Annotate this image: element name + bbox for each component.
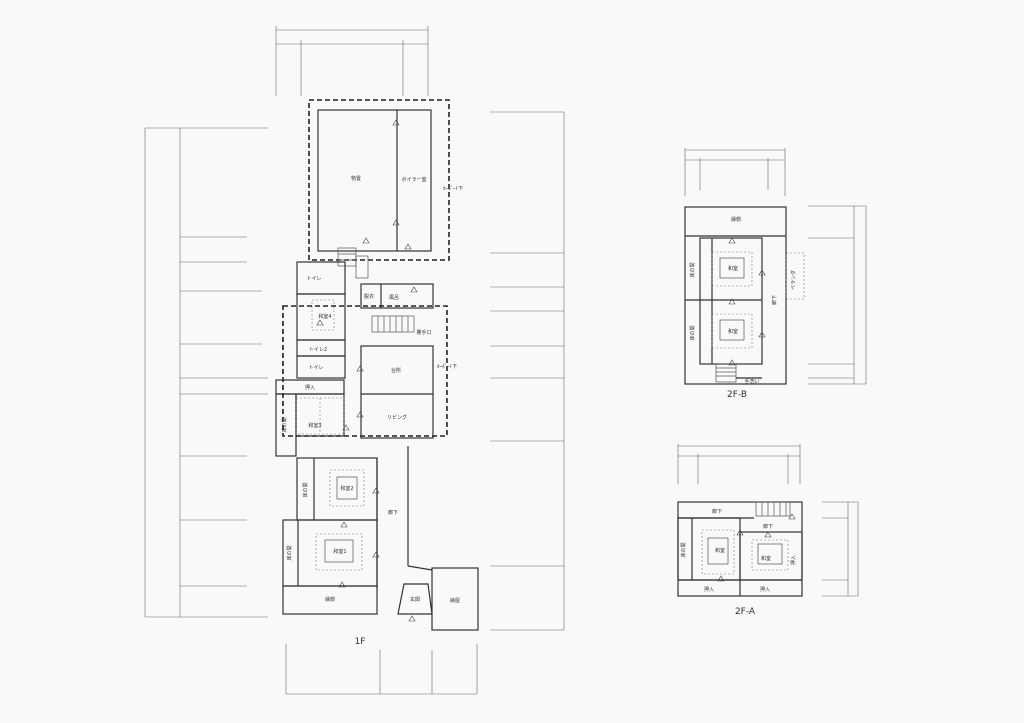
stair-2fa (755, 501, 791, 517)
label-toilet1: トイレ (306, 276, 321, 282)
label-japanese2: 和室2 (340, 485, 353, 492)
shed (431, 567, 479, 631)
label-2fb-japanese1: 和室 (728, 265, 738, 272)
label-2fa-closet1: 押入 (704, 586, 714, 593)
floor-1f: 物置 ボイラー室 ｶｰﾎﾟｰﾄ下 トイレ 脱衣 風呂 和室4 勝手口 トイレ2 … (144, 26, 565, 695)
dim-right-1f (490, 111, 565, 631)
label-2fb-hall: 廊下 (771, 295, 778, 305)
balcony (785, 252, 805, 300)
bath-wash-block (360, 283, 434, 309)
label-hall: 廊下 (388, 509, 398, 516)
dim-right-2fb (808, 205, 867, 385)
floor-2fb: 縁側 床の間 和室 廊下 ベランダ 床の間 和室 手洗い 2F-B (684, 148, 867, 400)
label-2fa-hall2: 廊下 (763, 523, 773, 530)
floor-2fa: 廊下 廊下 床の間 和室 和室 押入 押入 押入 2F-A (677, 444, 859, 617)
door-markers-1f (316, 119, 418, 622)
dim-top-1f (275, 26, 429, 96)
label-2fb-balcony: ベランダ (790, 270, 797, 290)
label-carport-2: ｶｰﾎﾟｰﾄ下 (437, 363, 457, 370)
label-entrance: 玄関 (410, 596, 420, 603)
label-2fa-japanese2: 和室 (761, 555, 771, 562)
door-markers-2fb (728, 237, 766, 366)
label-alcove3: 床の間 (286, 545, 293, 560)
label-closet: 押入 (305, 384, 315, 391)
label-bath: 風呂 (389, 295, 399, 301)
label-2fb-washbasin: 手洗い (744, 378, 759, 385)
dim-top-2fa (677, 444, 801, 484)
label-alcove1: 床の間 (281, 417, 288, 432)
label-2fb-alcove1: 床の間 (689, 262, 696, 277)
label-living: リビング (387, 414, 407, 421)
floor-label-2fb: 2F-B (727, 390, 747, 400)
door-markers-2fa (717, 513, 796, 582)
floor-label-2fa: 2F-A (735, 607, 756, 617)
label-washroom2: トイレ2 (309, 347, 327, 353)
dim-left-1f (144, 127, 268, 618)
dim-bottom-1f (285, 644, 478, 695)
label-2fa-closet3: 押入 (790, 555, 797, 565)
label-carport-1: ｶｰﾎﾟｰﾄ下 (443, 185, 463, 192)
japanese-room-1 (282, 519, 378, 587)
kitchen-living (360, 345, 434, 439)
label-boiler: ボイラー室 (401, 176, 426, 183)
storage-block (317, 109, 432, 252)
label-2fa-hall1: 廊下 (712, 508, 722, 515)
label-2fb-alcove2: 床の間 (689, 325, 696, 340)
label-japanese3: 和室3 (308, 422, 321, 429)
label-storage: 物置 (351, 175, 361, 182)
floor-label-1f: 1F (355, 637, 366, 647)
stair-2fb (715, 363, 737, 383)
dim-right-2fa (822, 501, 859, 597)
label-japanese4: 和室4 (318, 313, 331, 320)
veranda (282, 585, 378, 615)
label-2fa-alcove: 床の間 (680, 542, 687, 557)
label-2fb-japanese2: 和室 (728, 328, 738, 335)
label-wash: 脱衣 (364, 293, 374, 300)
carport-outline-top (308, 99, 450, 261)
label-veranda: 縁側 (325, 596, 335, 603)
stair-1f (371, 315, 415, 333)
carport-outline-mid (282, 305, 448, 437)
label-2fa-closet2: 押入 (760, 586, 770, 593)
label-kitchen: 台所 (391, 367, 401, 374)
label-japanese1: 和室1 (333, 548, 346, 555)
label-shed: 納屋 (450, 597, 460, 604)
label-toilet-small: トイレ (308, 365, 323, 371)
dim-top-2fb (684, 148, 786, 196)
label-alcove2: 床の間 (302, 482, 309, 497)
label-2fb-veranda: 縁側 (731, 216, 741, 223)
label-backdoor: 勝手口 (416, 329, 431, 336)
japanese-room-2fa-1 (677, 517, 741, 581)
label-2fa-japanese1: 和室 (715, 547, 725, 554)
